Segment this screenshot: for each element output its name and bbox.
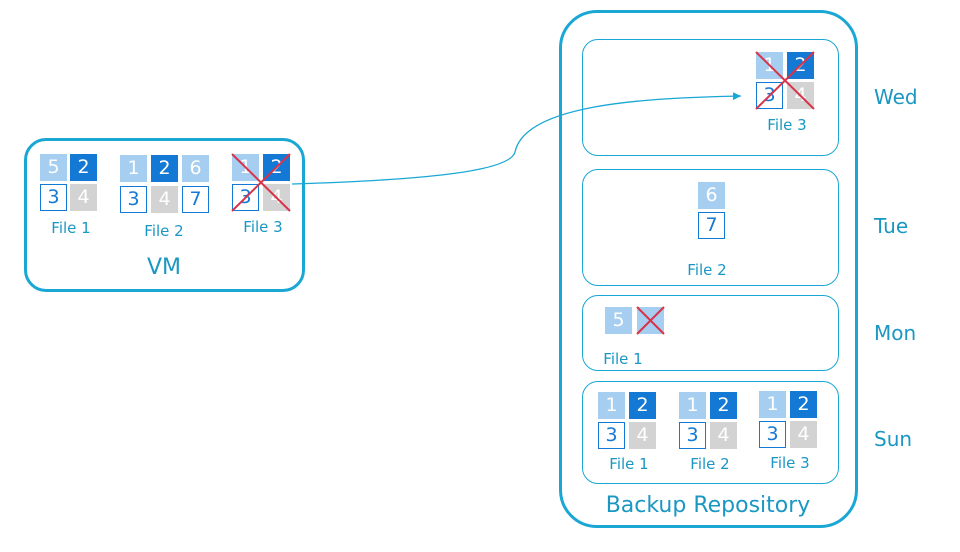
vm-label: VM (146, 255, 182, 280)
block: 4 (710, 422, 737, 449)
block: 5 (605, 307, 632, 334)
day-label-wed: Wed (874, 85, 918, 109)
block: 4 (787, 82, 814, 109)
file-label: File 3 (767, 116, 807, 134)
file-label: File 3 (243, 218, 283, 236)
block: 4 (151, 186, 178, 213)
block: 6 (698, 182, 725, 209)
block: 1 (679, 392, 706, 419)
block: 3 (598, 422, 625, 449)
file-label: File 1 (603, 350, 643, 368)
repository-box (559, 10, 858, 528)
block: 2 (790, 391, 817, 418)
block: 1 (120, 155, 147, 182)
day-label-tue: Tue (874, 214, 909, 238)
block: 4 (790, 421, 817, 448)
block: 4 (263, 184, 290, 211)
block: 1 (759, 391, 786, 418)
repository-label: Backup Repository (605, 493, 811, 518)
block: 3 (40, 184, 67, 211)
block: 5 (40, 154, 67, 181)
block: 3 (756, 82, 783, 109)
block: 7 (698, 212, 725, 239)
block: 7 (182, 186, 209, 213)
vm-box (24, 138, 305, 292)
file-label: File 2 (144, 222, 184, 240)
file-label: File 1 (609, 455, 649, 473)
file-label: File 2 (690, 455, 730, 473)
file-label: File 2 (687, 261, 727, 279)
block: 1 (232, 154, 259, 181)
day-label-mon: Mon (874, 321, 917, 345)
block: 3 (232, 184, 259, 211)
file-label: File 1 (51, 219, 91, 237)
block: 4 (70, 184, 97, 211)
block: 1 (756, 52, 783, 79)
block: 2 (787, 52, 814, 79)
block: 3 (120, 186, 147, 213)
day-label-sun: Sun (874, 427, 913, 451)
block: 6 (182, 155, 209, 182)
block (637, 307, 664, 334)
block: 1 (598, 392, 625, 419)
block: 3 (679, 422, 706, 449)
block: 2 (629, 392, 656, 419)
sun-backup (582, 381, 839, 484)
block: 2 (263, 154, 290, 181)
block: 2 (151, 155, 178, 182)
file-label: File 3 (770, 454, 810, 472)
block: 2 (710, 392, 737, 419)
block: 2 (70, 154, 97, 181)
block: 3 (759, 421, 786, 448)
mon-backup (582, 295, 839, 371)
block: 4 (629, 422, 656, 449)
